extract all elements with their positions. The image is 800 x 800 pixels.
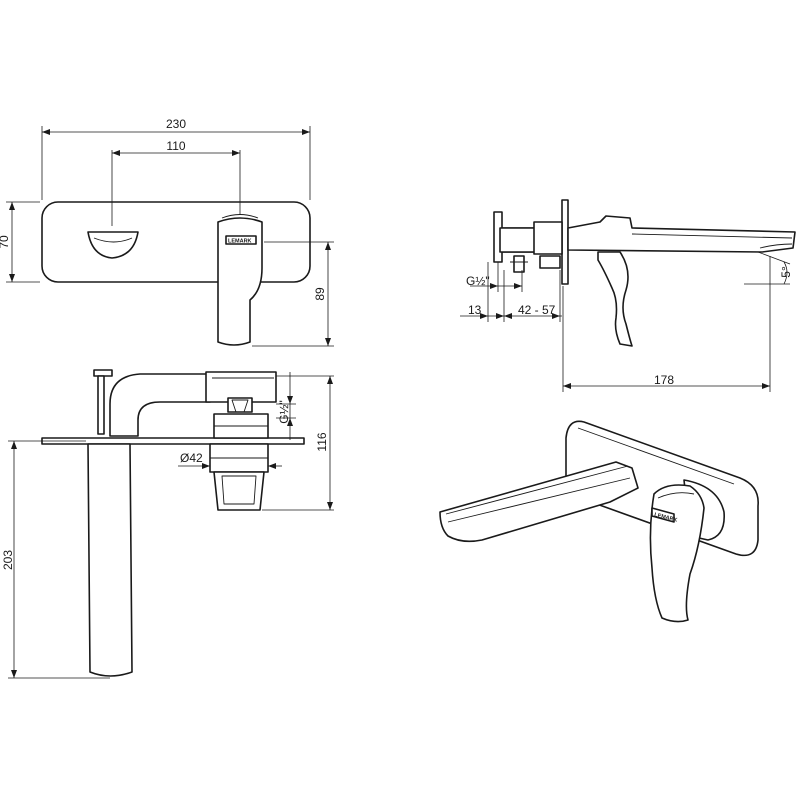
- perspective-handle: [649, 484, 705, 623]
- dim-label-side-spout: 178: [654, 373, 674, 387]
- dim-label-top-body: 116: [315, 432, 329, 451]
- front-logo-text: LEMARK: [228, 239, 252, 245]
- top-spout: [87, 443, 133, 677]
- dim-label-front-height: 70: [0, 235, 11, 249]
- front-logo-badge: [225, 235, 257, 245]
- dim-label-front-center: 110: [166, 139, 185, 153]
- top-pin: [93, 369, 113, 377]
- dim-label-side-thread: G½": [466, 274, 490, 288]
- top-handle: [213, 471, 265, 511]
- perspective-spout: [439, 461, 639, 543]
- side-wall-plate: [561, 199, 569, 285]
- dim-label-top-thread: G½": [277, 400, 291, 424]
- dim-label-handle-projection: 89: [313, 287, 327, 301]
- side-spout: [567, 215, 796, 253]
- top-dimensions: 116 G½" Ø42 203: [1, 372, 334, 679]
- dim-label-side-range: 42 - 57: [518, 303, 556, 317]
- perspective-view: LEMARK: [439, 420, 759, 623]
- side-handle: [597, 251, 633, 347]
- side-view: [493, 199, 796, 347]
- front-handle: [217, 217, 263, 346]
- dim-label-top-diameter: Ø42: [180, 451, 203, 465]
- dim-label-side-angle: 5°: [779, 266, 793, 278]
- perspective-logo-text: LEMARK: [654, 512, 678, 524]
- dim-label-front-width: 230: [166, 117, 186, 131]
- dim-label-side-wall: 13: [468, 303, 482, 317]
- dim-label-top-spout: 203: [1, 550, 15, 570]
- top-pipe: [109, 373, 211, 437]
- top-view: [41, 369, 305, 677]
- side-dimensions: G½" 13 42 - 57 178 5°: [460, 251, 793, 392]
- perspective-logo-badge: [651, 507, 675, 523]
- front-spout-outlet: [87, 231, 139, 259]
- front-view: LEMARK: [41, 201, 311, 346]
- front-dimensions: 230 110 70 89: [0, 117, 334, 347]
